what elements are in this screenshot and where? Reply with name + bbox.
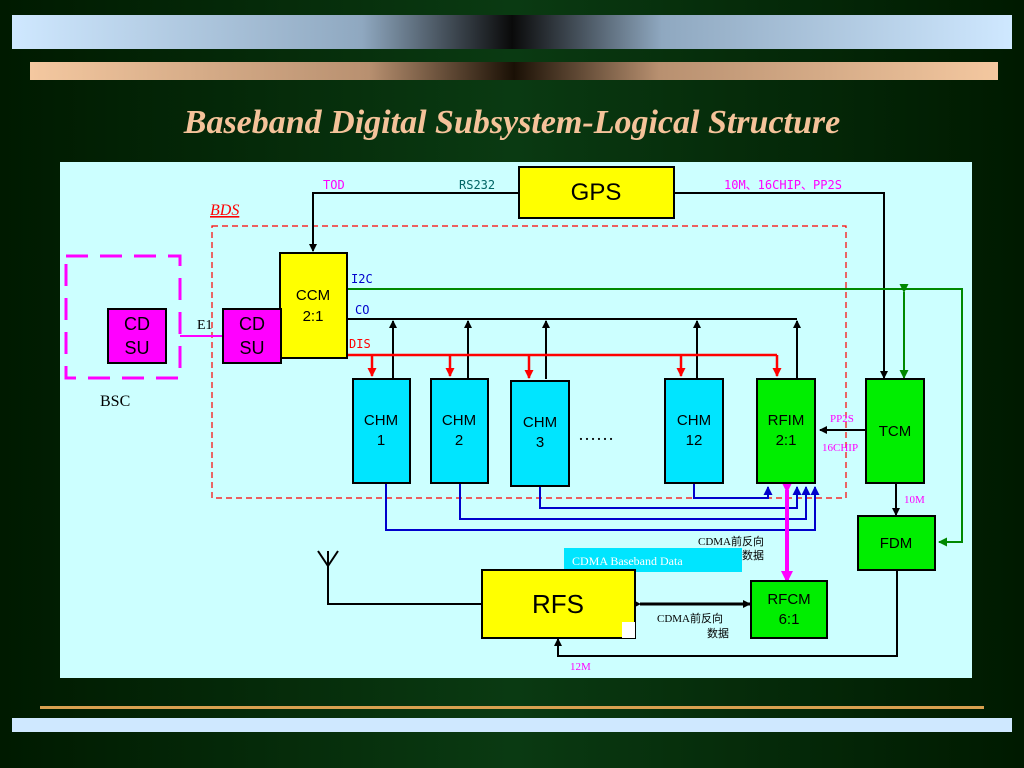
rfs-label: RFS bbox=[532, 589, 584, 619]
rfs-notch bbox=[622, 622, 635, 638]
ccm-box: CCM 2:1 bbox=[279, 252, 348, 359]
top-decor-bar bbox=[12, 15, 1012, 49]
chm2-box: CHM 2 bbox=[430, 378, 489, 484]
10m-label: 10M bbox=[904, 494, 925, 506]
e1-label: E1 bbox=[197, 318, 213, 333]
chm3-to-rfim-wire bbox=[539, 486, 802, 509]
chm2-label-1: CHM bbox=[442, 412, 476, 429]
ccm-box-label-2: 2:1 bbox=[303, 308, 324, 325]
gps-timing-wire bbox=[674, 192, 888, 379]
pp2s-label: PP2S bbox=[830, 413, 854, 425]
bds-label: BDS bbox=[210, 202, 239, 219]
tcm-box: TCM bbox=[865, 378, 925, 484]
i2c-label: I2C bbox=[351, 272, 373, 286]
chm12-label-2: 12 bbox=[686, 432, 703, 449]
chm3-label-1: CHM bbox=[523, 414, 557, 431]
chm3-label-2: 3 bbox=[536, 434, 544, 451]
chm1-box: CHM 1 bbox=[352, 378, 411, 484]
tcm-label: TCM bbox=[879, 423, 912, 440]
cdsu-right-label-2: SU bbox=[239, 338, 264, 358]
rfcm-box: RFCM 6:1 bbox=[750, 580, 828, 639]
i2c-wire bbox=[348, 288, 963, 547]
chm12-to-rfim-wire bbox=[693, 483, 773, 499]
top-accent-bar bbox=[30, 62, 998, 80]
rfcm-label-1: RFCM bbox=[767, 591, 810, 608]
tod-wire bbox=[309, 192, 519, 252]
cdma-data-label-lower-2: 数据 bbox=[707, 626, 729, 640]
chm12-box: CHM 12 bbox=[664, 378, 724, 484]
cdsu-left-box: CD SU bbox=[107, 308, 167, 364]
dis-label: DIS bbox=[349, 337, 371, 351]
bottom-decor-bar bbox=[12, 718, 1012, 732]
cdma-data-label-upper-1: CDMA前反向 bbox=[698, 534, 764, 548]
chm2-to-rfim-wire bbox=[459, 483, 811, 520]
chm-ellipsis: …… bbox=[578, 424, 614, 444]
chm1-label-2: 1 bbox=[377, 432, 385, 449]
rfcm-label-2: 6:1 bbox=[779, 611, 800, 628]
slide-title: Baseband Digital Subsystem-Logical Struc… bbox=[183, 104, 841, 141]
co-label: CO bbox=[355, 303, 369, 317]
bds-dashed-region bbox=[211, 225, 847, 499]
cdsu-right-box: CD SU bbox=[222, 308, 282, 364]
gps-box: GPS bbox=[518, 166, 675, 219]
chm12-label-1: CHM bbox=[677, 412, 711, 429]
cdsu-left-label-2: SU bbox=[124, 338, 149, 358]
bsc-dashed-region bbox=[64, 254, 182, 380]
ccm-box-label-1: CCM bbox=[296, 287, 330, 304]
12m-label: 12M bbox=[570, 661, 591, 673]
cdma-baseband-callout-text: CDMA Baseband Data bbox=[572, 554, 683, 568]
bottom-accent-line bbox=[40, 706, 984, 709]
gps-box-label: GPS bbox=[571, 179, 622, 206]
fdm-to-rfs-wire bbox=[554, 570, 898, 657]
chm2-label-2: 2 bbox=[455, 432, 463, 449]
rfim-label-2: 2:1 bbox=[776, 432, 797, 449]
fdm-box: FDM bbox=[857, 515, 936, 571]
rfim-label-1: RFIM bbox=[768, 412, 805, 429]
tod-label: TOD bbox=[323, 178, 345, 192]
bsc-label: BSC bbox=[100, 393, 130, 410]
16chip-label: 16CHIP bbox=[822, 442, 858, 454]
gps-out-label: 10M、16CHIP、PP2S bbox=[724, 178, 842, 192]
cdsu-right-label-1: CD bbox=[239, 314, 265, 334]
cdma-baseband-callout bbox=[564, 548, 742, 572]
rfs-box: RFS bbox=[481, 569, 636, 639]
chm1-label-1: CHM bbox=[364, 412, 398, 429]
fdm-label: FDM bbox=[880, 535, 913, 552]
antenna-icon bbox=[317, 550, 339, 568]
rfim-box: RFIM 2:1 bbox=[756, 378, 816, 484]
rs232-label: RS232 bbox=[459, 178, 495, 192]
cdsu-left-label-1: CD bbox=[124, 314, 150, 334]
chm3-box: CHM 3 bbox=[510, 380, 570, 487]
cdma-data-label-upper-2: 数据 bbox=[742, 548, 764, 562]
chm1-to-rfim-wire bbox=[385, 483, 820, 531]
cdma-data-label-lower-1: CDMA前反向 bbox=[657, 611, 723, 625]
antenna-wire bbox=[327, 563, 482, 605]
